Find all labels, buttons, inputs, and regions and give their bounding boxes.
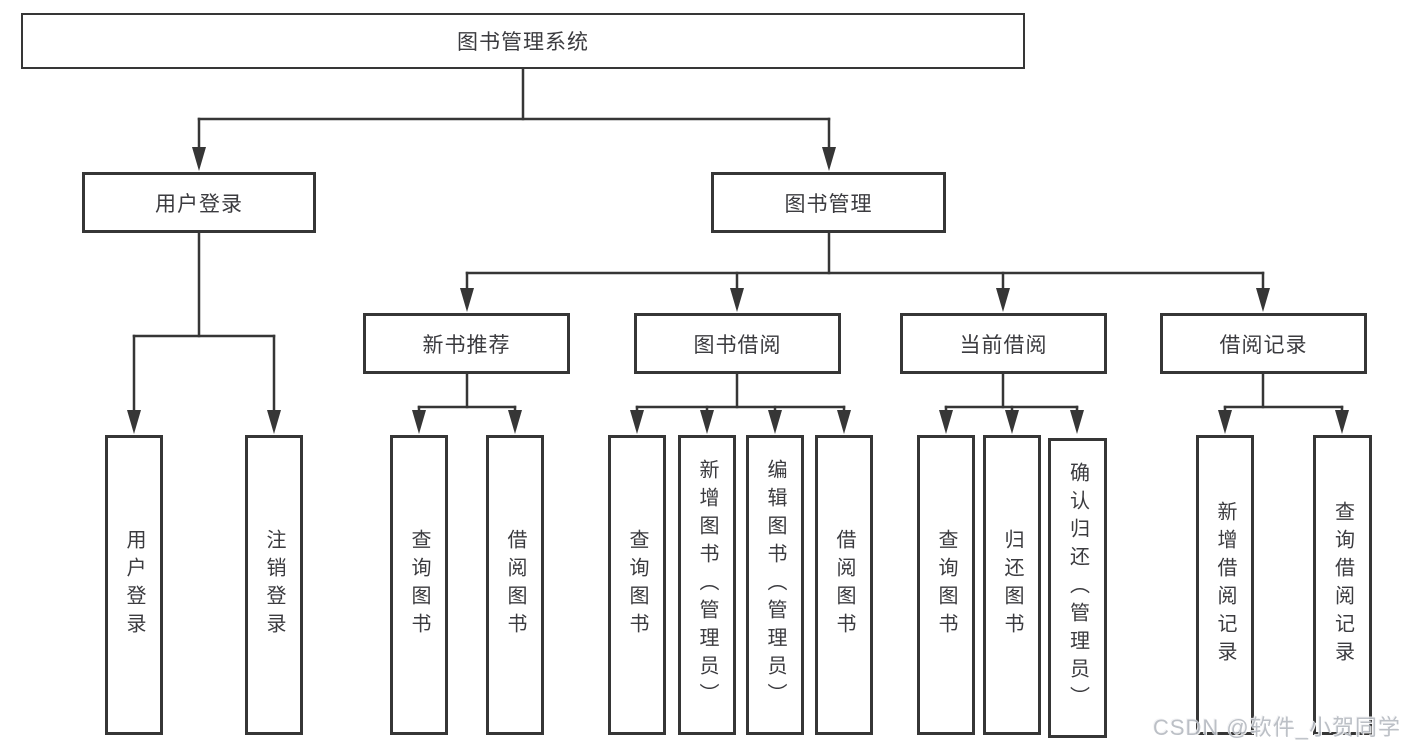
node-root: 图书管理系统	[21, 13, 1025, 69]
csdn-watermark: CSDN @软件_小贺同学	[1152, 715, 1401, 740]
node-current-return-books: 归还图书	[983, 435, 1041, 735]
node-records-add-record: 新增借阅记录	[1196, 435, 1254, 735]
node-user-login: 用户登录	[82, 172, 316, 233]
node-borrow-edit-books-admin: 编辑图书（管理员）	[746, 435, 804, 735]
node-borrow-query-books: 查询图书	[608, 435, 666, 735]
node-login-leaf: 用户登录	[105, 435, 163, 735]
node-book-borrow: 图书借阅	[634, 313, 841, 374]
node-borrow-records: 借阅记录	[1160, 313, 1367, 374]
node-recommend-query-books: 查询图书	[390, 435, 448, 735]
node-new-book-recommend: 新书推荐	[363, 313, 570, 374]
node-borrow-add-books-admin: 新增图书（管理员）	[678, 435, 736, 735]
node-borrow-borrow-books: 借阅图书	[815, 435, 873, 735]
node-current-borrow: 当前借阅	[900, 313, 1107, 374]
node-current-query-books: 查询图书	[917, 435, 975, 735]
node-logout-leaf: 注销登录	[245, 435, 303, 735]
node-records-query-record: 查询借阅记录	[1313, 435, 1372, 735]
node-book-management: 图书管理	[711, 172, 946, 233]
node-current-confirm-return-admin: 确认归还（管理员）	[1048, 438, 1107, 738]
node-recommend-borrow-books: 借阅图书	[486, 435, 544, 735]
